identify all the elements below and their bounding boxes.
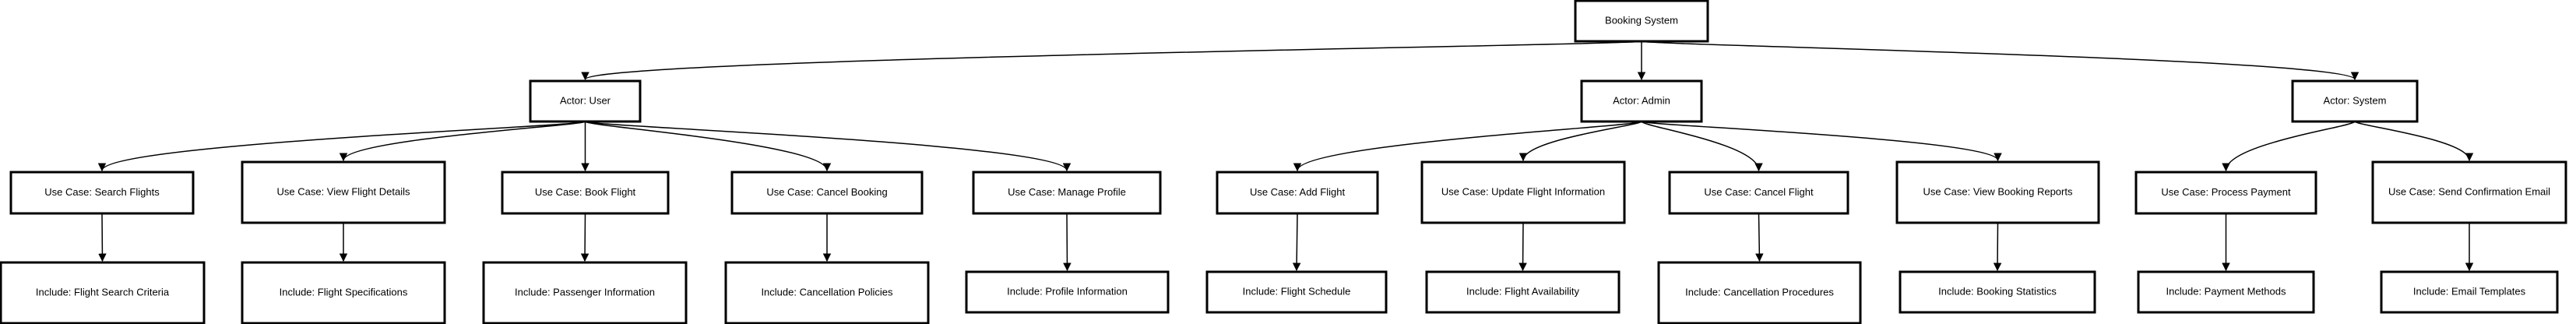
edge-root-to-actor-user [581, 40, 1642, 81]
edge-actor-admin-to-uc-view-reports [1641, 121, 2002, 162]
node-label: Booking System [1605, 14, 1678, 26]
node-label: Use Case: Book Flight [535, 186, 636, 198]
edge-root-to-actor-system [1641, 40, 2359, 81]
node-inc-cancel-policies: Include: Cancellation Policies [724, 261, 930, 324]
node-label: Include: Flight Availability [1466, 285, 1580, 297]
node-box [482, 261, 688, 324]
node-box [1580, 79, 1703, 123]
node-label: Use Case: Add Flight [1250, 186, 1346, 198]
node-label: Include: Flight Specifications [280, 286, 408, 298]
edge-actor-user-to-uc-manage-profile [584, 121, 1072, 172]
node-box [1425, 270, 1621, 314]
node-box [1668, 171, 1849, 215]
node-box [2380, 270, 2559, 314]
edge-uc-search-to-inc-search-criteria [98, 213, 107, 262]
node-uc-add-flight: Use Case: Add Flight [1216, 171, 1379, 215]
node-label: Use Case: Search Flights [44, 186, 160, 198]
edge-actor-admin-to-uc-add-flight [1293, 121, 1642, 172]
node-inc-availability: Include: Flight Availability [1425, 270, 1621, 314]
node-box [2291, 79, 2419, 123]
node-box [1574, 0, 1709, 43]
node-inc-search-criteria: Include: Flight Search Criteria [0, 261, 206, 324]
node-box [1420, 160, 1626, 224]
node-uc-process-payment: Use Case: Process Payment [2134, 171, 2317, 215]
node-label: Use Case: View Flight Details [277, 185, 410, 197]
node-uc-view-details: Use Case: View Flight Details [241, 160, 446, 224]
node-root: Booking System [1574, 0, 1709, 43]
edge-actor-user-to-uc-search [97, 121, 586, 172]
node-actor-user: Actor: User [529, 79, 642, 123]
node-box [0, 261, 206, 324]
node-label: Use Case: Cancel Flight [1704, 186, 1814, 198]
edge-uc-cancel-flight-to-inc-cancel-procedures [1755, 213, 1764, 262]
node-box [1895, 160, 2100, 224]
node-box [972, 171, 1162, 215]
node-label: Actor: Admin [1613, 94, 1670, 106]
node-box [724, 261, 930, 324]
node-box [965, 270, 1170, 314]
node-label: Use Case: View Booking Reports [1923, 185, 2073, 197]
node-uc-send-email: Use Case: Send Confirmation Email [2371, 160, 2567, 224]
node-inc-statistics: Include: Booking Statistics [1899, 270, 2096, 314]
node-label: Use Case: Update Flight Information [1441, 185, 1605, 197]
node-label: Include: Flight Search Criteria [36, 286, 170, 298]
node-label: Include: Profile Information [1007, 285, 1128, 297]
node-box [2137, 270, 2315, 314]
edge-actor-system-to-uc-process-payment [2222, 121, 2356, 172]
node-label: Include: Passenger Information [515, 286, 655, 298]
edge-uc-update-info-to-inc-availability [1519, 222, 1527, 272]
node-actor-admin: Actor: Admin [1580, 79, 1703, 123]
node-label: Include: Booking Statistics [1938, 285, 2057, 297]
node-label: Include: Email Templates [2413, 285, 2526, 297]
node-box [2371, 160, 2567, 224]
edge-actor-admin-to-uc-update-info [1519, 121, 1642, 162]
node-label: Use Case: Cancel Booking [766, 186, 887, 198]
node-uc-search: Use Case: Search Flights [9, 171, 195, 215]
node-inc-profile: Include: Profile Information [965, 270, 1170, 314]
edge-uc-view-reports-to-inc-statistics [1993, 222, 2002, 272]
edges [97, 40, 2474, 272]
node-label: Include: Payment Methods [2166, 285, 2286, 297]
node-label: Include: Flight Schedule [1243, 285, 1351, 297]
node-inc-specifications: Include: Flight Specifications [241, 261, 446, 324]
node-box [529, 79, 642, 123]
node-label: Actor: User [560, 94, 611, 106]
node-uc-cancel-booking: Use Case: Cancel Booking [730, 171, 924, 215]
edge-uc-book-to-inc-passenger [580, 213, 589, 262]
edge-actor-admin-to-uc-cancel-flight [1641, 121, 1763, 172]
edge-actor-user-to-uc-cancel-booking [584, 121, 832, 172]
node-box [241, 160, 446, 224]
node-box [9, 171, 195, 215]
node-uc-cancel-flight: Use Case: Cancel Flight [1668, 171, 1849, 215]
node-box [1657, 261, 1862, 324]
node-uc-view-reports: Use Case: View Booking Reports [1895, 160, 2100, 224]
node-label: Use Case: Process Payment [2161, 186, 2291, 198]
node-inc-payment-methods: Include: Payment Methods [2137, 270, 2315, 314]
node-label: Actor: System [2324, 94, 2387, 106]
node-uc-manage-profile: Use Case: Manage Profile [972, 171, 1162, 215]
node-label: Include: Cancellation Policies [761, 286, 893, 298]
node-box [501, 171, 670, 215]
node-uc-update-info: Use Case: Update Flight Information [1420, 160, 1626, 224]
node-inc-passenger: Include: Passenger Information [482, 261, 688, 324]
node-box [2134, 171, 2317, 215]
node-actor-system: Actor: System [2291, 79, 2419, 123]
node-box [1216, 171, 1379, 215]
node-uc-book: Use Case: Book Flight [501, 171, 670, 215]
node-box [1899, 270, 2096, 314]
node-label: Include: Cancellation Procedures [1685, 286, 1834, 298]
edge-uc-manage-profile-to-inc-profile [1063, 213, 1072, 272]
node-inc-schedule: Include: Flight Schedule [1205, 270, 1388, 314]
edge-actor-system-to-uc-send-email [2354, 121, 2474, 162]
node-inc-email-templates: Include: Email Templates [2380, 270, 2559, 314]
node-label: Use Case: Manage Profile [1008, 186, 1126, 198]
node-box [241, 261, 446, 324]
node-inc-cancel-procedures: Include: Cancellation Procedures [1657, 261, 1862, 324]
node-box [1205, 270, 1388, 314]
node-box [730, 171, 924, 215]
node-label: Use Case: Send Confirmation Email [2388, 185, 2550, 197]
edge-actor-user-to-uc-view-details [339, 121, 586, 162]
